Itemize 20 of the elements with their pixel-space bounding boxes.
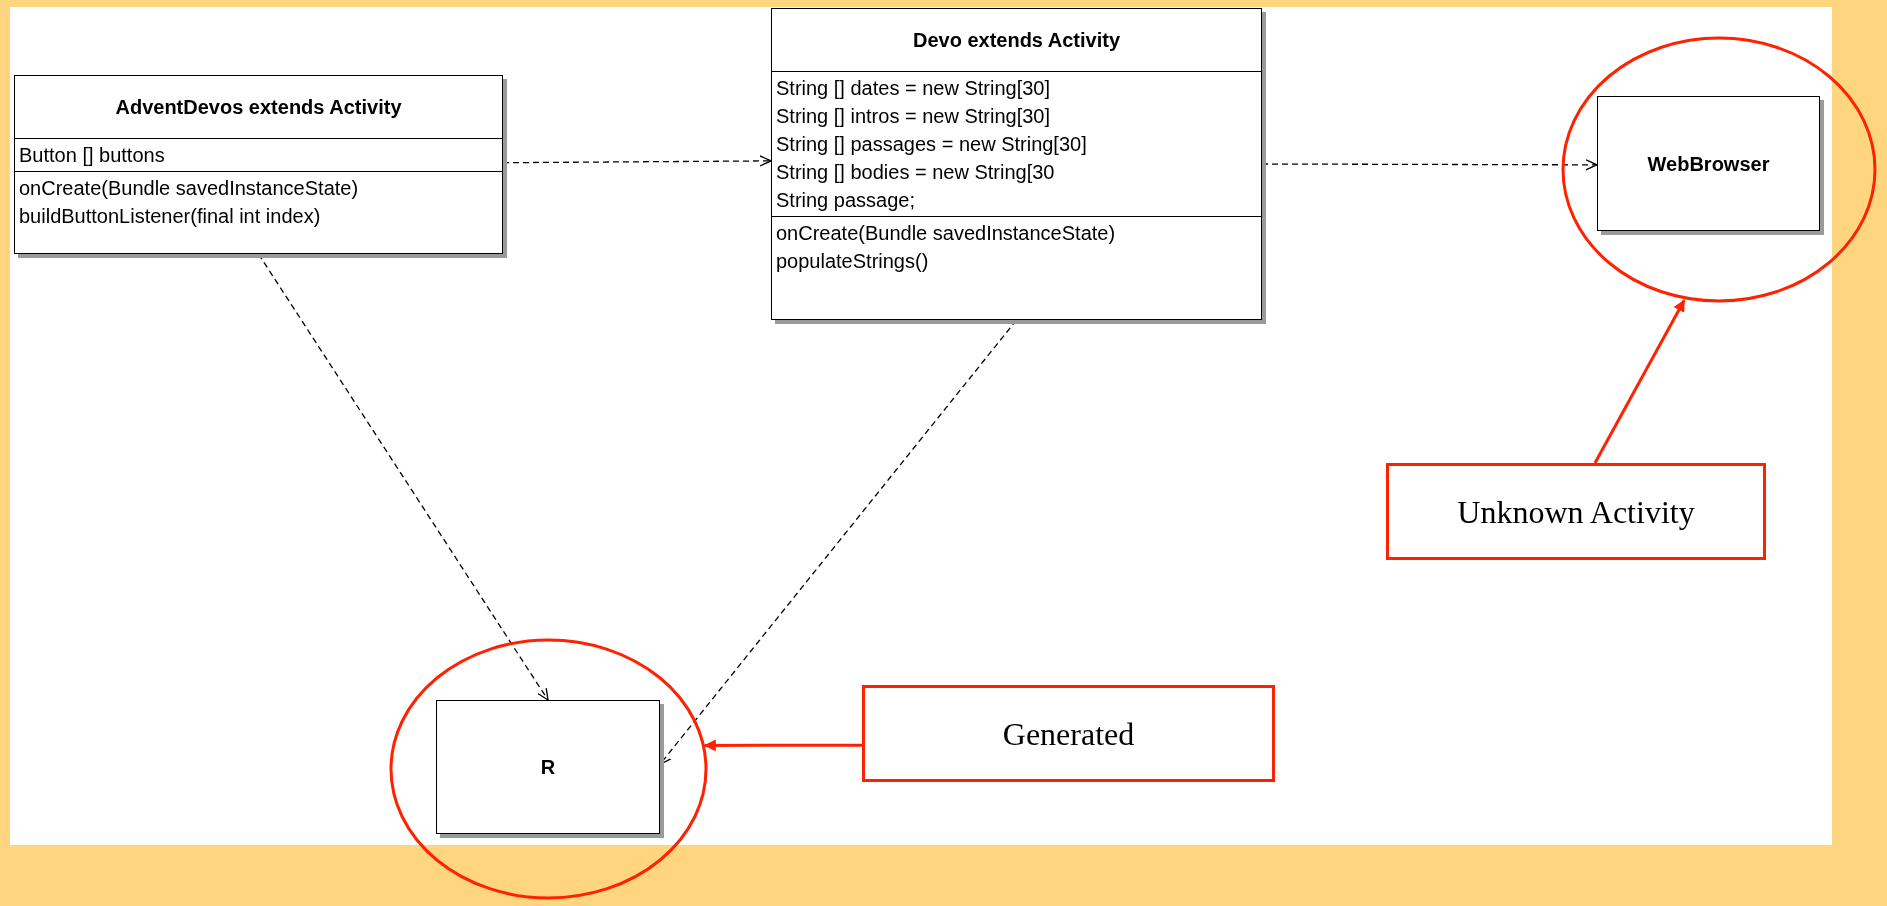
pointer-arrow <box>703 739 862 752</box>
class-name: Devo extends Activity <box>912 28 1121 53</box>
class-member: buildButtonListener(final int index) <box>19 204 322 229</box>
note-text: Generated <box>1002 714 1135 754</box>
class-member: onCreate(Bundle savedInstanceState) <box>19 176 360 201</box>
pointer-arrow <box>1593 299 1686 464</box>
class-member: populateStrings() <box>776 249 930 274</box>
class-member: String [] bodies = new String[30 <box>776 160 1056 185</box>
class-member: String [] dates = new String[30] <box>776 76 1052 101</box>
class-name: AdventDevos extends Activity <box>115 95 402 120</box>
class-name: R <box>540 755 556 780</box>
class-member: onCreate(Bundle savedInstanceState) <box>776 221 1117 246</box>
note-text: Unknown Activity <box>1457 492 1695 532</box>
note-box <box>862 685 1275 782</box>
class-member: String [] passages = new String[30] <box>776 132 1088 157</box>
class-name: WebBrowser <box>1647 151 1770 177</box>
class-member: Button [] buttons <box>19 143 166 168</box>
class-member: String [] intros = new String[30] <box>776 104 1052 129</box>
class-member: String passage; <box>776 188 916 213</box>
note-box <box>1386 463 1766 560</box>
